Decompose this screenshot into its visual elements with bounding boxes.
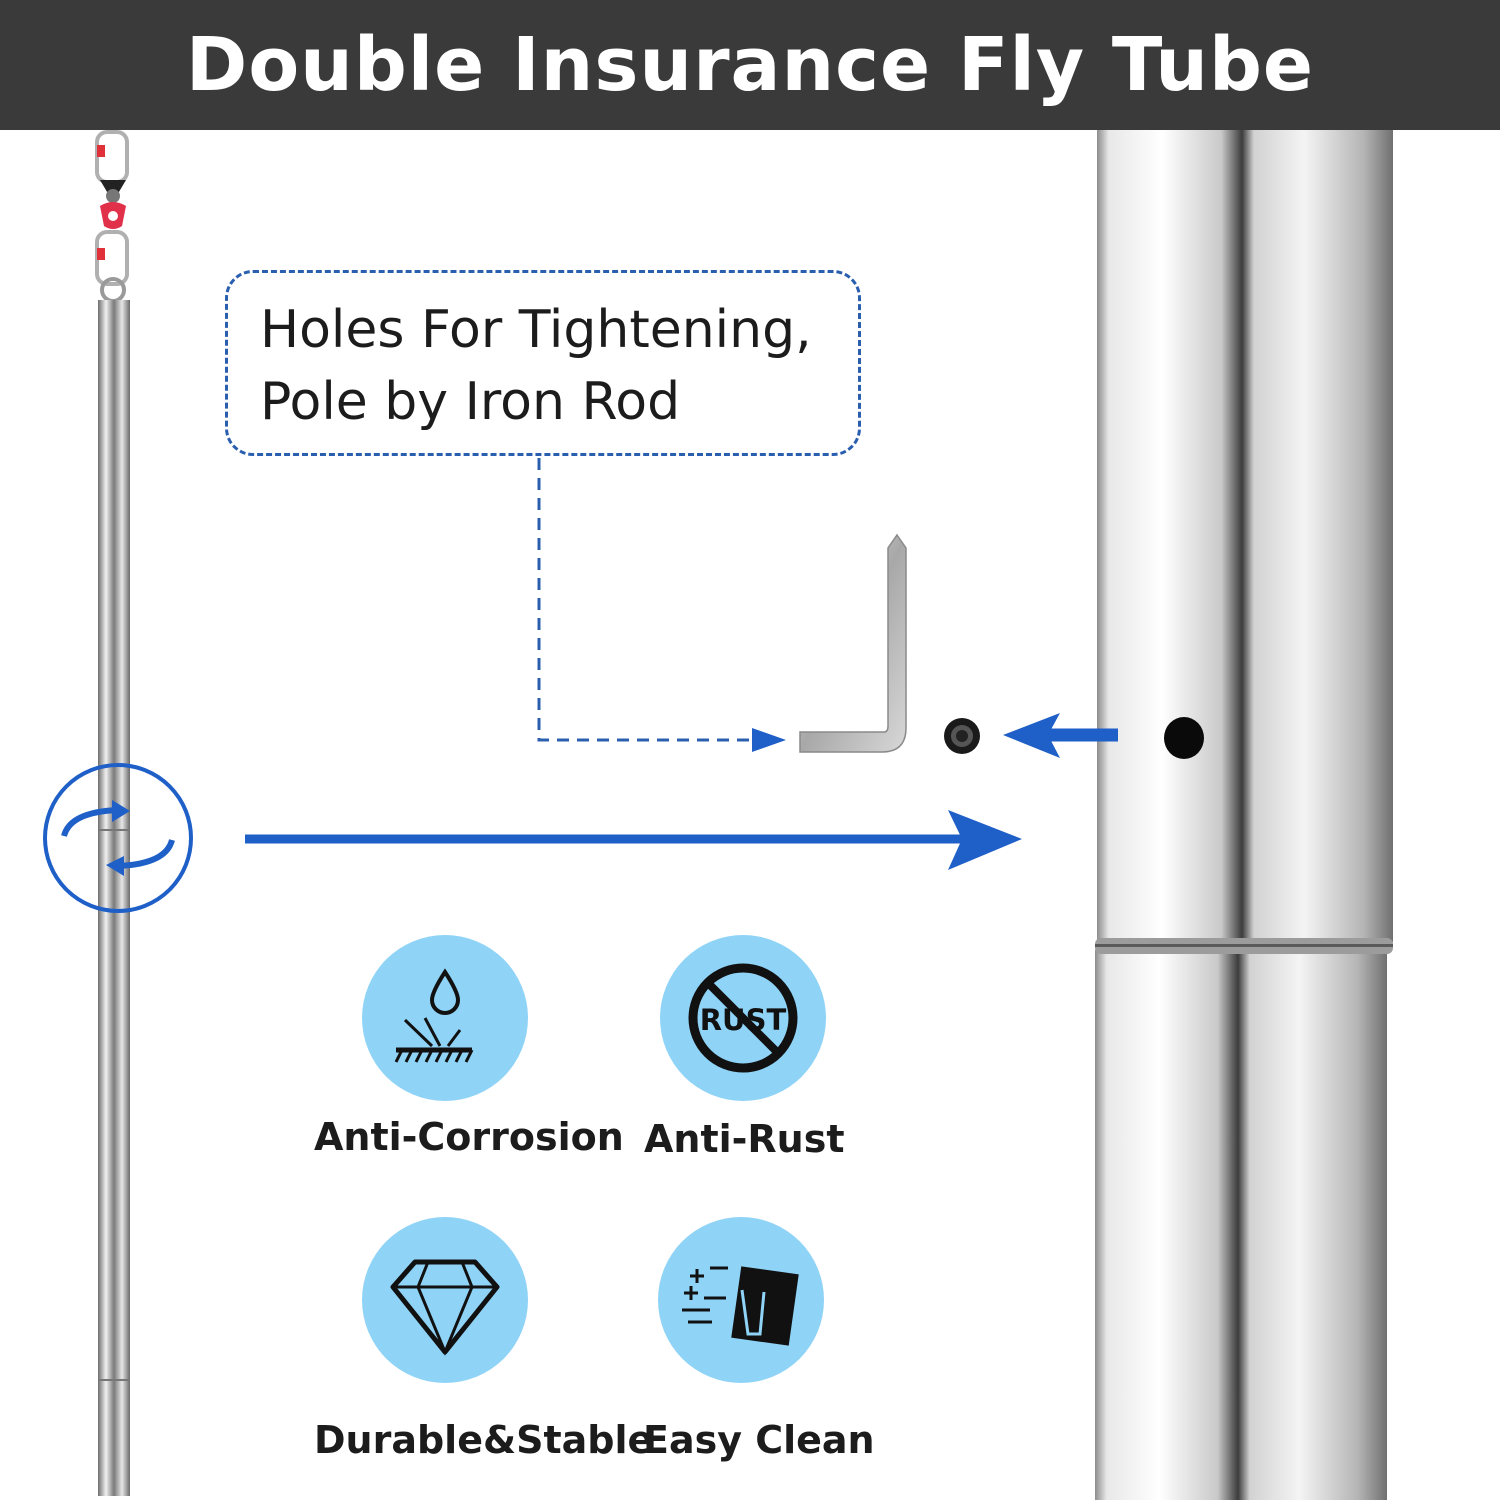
callout-box xyxy=(225,270,861,456)
feature-label-anti-rust: Anti-Rust xyxy=(644,1117,845,1161)
rust-icon-text: RUST xyxy=(700,1003,787,1037)
thin-pole-image xyxy=(43,130,193,1496)
large-tube-image xyxy=(1095,130,1393,1500)
hole-arrow xyxy=(1003,713,1118,758)
title-banner: Double Insurance Fly Tube xyxy=(0,0,1500,130)
rotate-circle xyxy=(43,763,193,913)
callout-connector xyxy=(537,458,786,752)
diamond-icon xyxy=(390,1259,500,1355)
tube-hole xyxy=(1164,717,1204,759)
set-screw-image xyxy=(944,718,980,754)
cleaning-hand-icon xyxy=(731,1266,799,1346)
no-rust-icon xyxy=(688,963,798,1073)
joint-arrow xyxy=(245,810,1022,870)
page-title: Double Insurance Fly Tube xyxy=(185,22,1315,108)
water-drop-icon xyxy=(429,968,461,1015)
feature-label-easy-clean: Easy Clean xyxy=(643,1418,875,1462)
feature-anti-rust-icon: RUST xyxy=(660,935,826,1101)
feature-durable-icon xyxy=(362,1217,528,1383)
callout-line-1: Holes For Tightening, xyxy=(260,300,812,360)
callout-line-2: Pole by Iron Rod xyxy=(260,372,681,432)
feature-anti-corrosion-icon xyxy=(362,935,528,1101)
feature-label-durable-stable: Durable&Stable xyxy=(314,1418,654,1462)
feature-easy-clean-icon xyxy=(658,1217,824,1383)
feature-label-anti-corrosion: Anti-Corrosion xyxy=(314,1115,624,1159)
allen-key-image xyxy=(799,533,907,753)
rotate-icon xyxy=(61,800,175,876)
